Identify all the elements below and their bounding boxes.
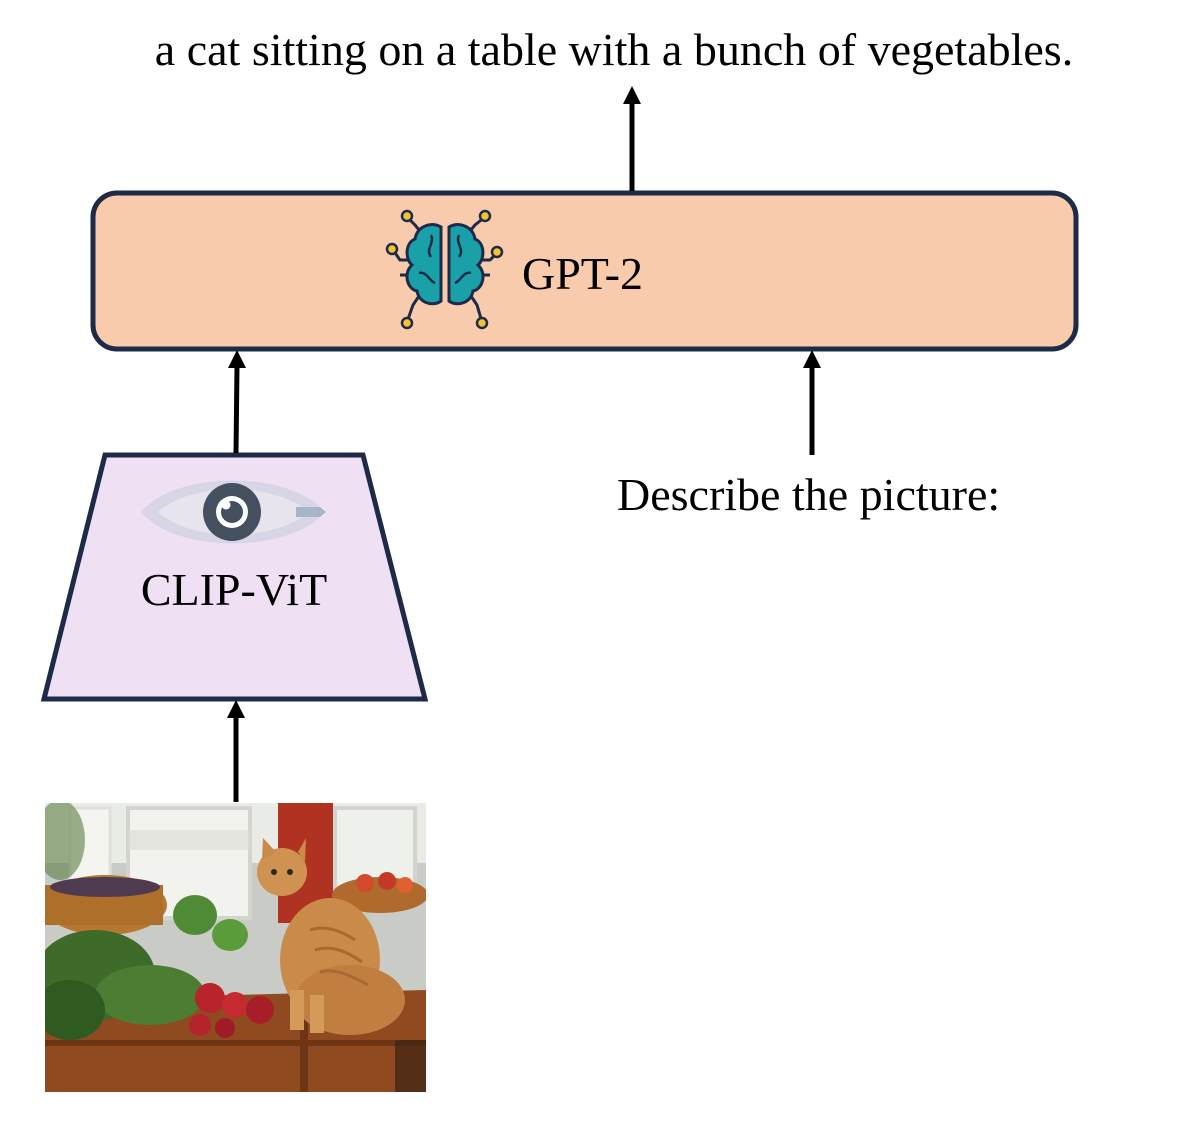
- clip-vit-trapezoid: [40, 452, 429, 702]
- arrow-clip-to-gpt2: [228, 350, 246, 454]
- gpt2-label: GPT-2: [522, 248, 643, 299]
- output-caption: a cat sitting on a table with a bunch of…: [154, 24, 1074, 75]
- arrow-prompt-to-gpt2: [803, 350, 821, 455]
- cat-photo: [45, 803, 426, 1092]
- arrow-gpt2-to-caption: [623, 86, 641, 191]
- gpt2-box: [90, 190, 1079, 352]
- prompt-text: Describe the picture:: [617, 469, 1001, 520]
- eye-icon: [141, 480, 326, 544]
- arrow-image-to-clip: [227, 700, 245, 802]
- brain-circuit-icon: [385, 209, 504, 330]
- clip-vit-label: CLIP-ViT: [140, 564, 328, 615]
